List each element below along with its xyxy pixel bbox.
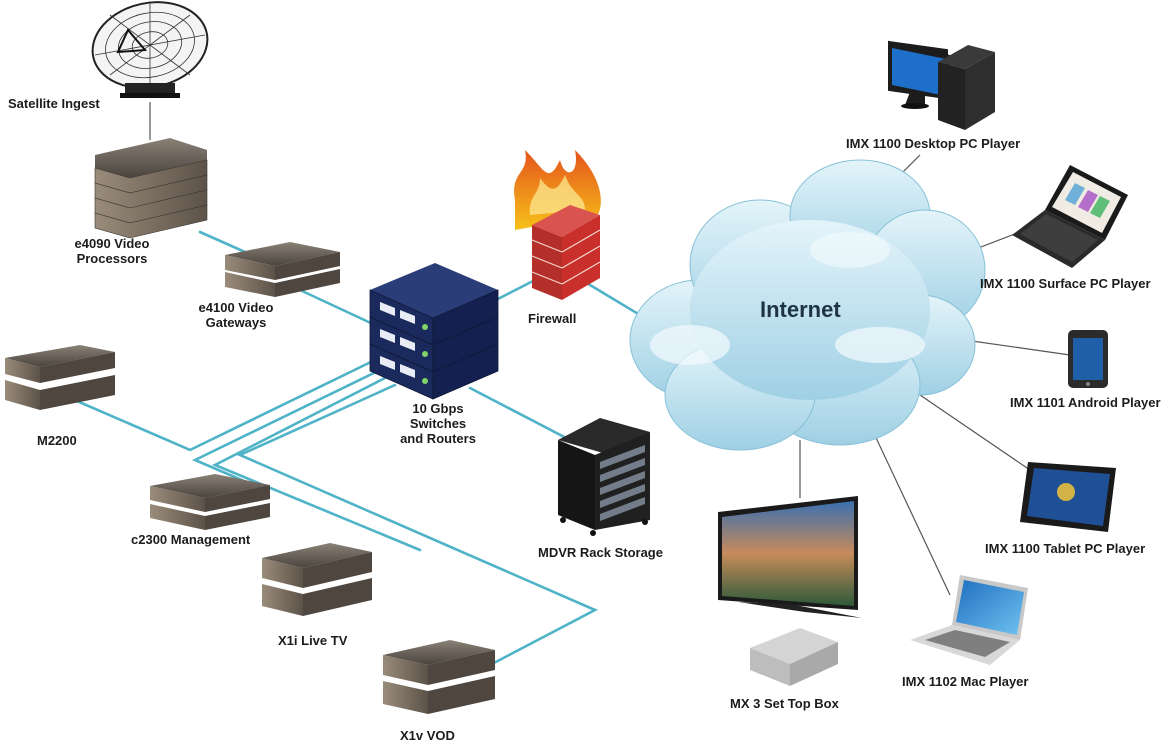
- e4100-label-line-2: Gateways: [205, 315, 267, 330]
- e4100-label: e4100 Video Gateways: [186, 300, 286, 330]
- link-e4090-e4100: [198, 230, 247, 254]
- television-icon: [718, 496, 862, 618]
- link-x1i-switch: [211, 376, 422, 552]
- x1v-label: X1v VOD: [400, 728, 455, 743]
- c2300-label: c2300 Management: [131, 532, 251, 547]
- satellite-dish-icon: [91, 1, 209, 98]
- surface-player-label: IMX 1100 Surface PC Player: [980, 276, 1151, 291]
- x1i-label: X1i Live TV: [278, 633, 348, 648]
- link-x1v-switch: [236, 383, 599, 667]
- server-pair-icon: [262, 543, 372, 616]
- m2200-label: M2200: [37, 433, 77, 448]
- laptop-icon: [1012, 165, 1128, 268]
- internet-cloud: [629, 159, 986, 451]
- link-c2300-switch: [191, 368, 382, 492]
- switches-label: 10 Gbps Switches and Routers: [390, 401, 486, 446]
- switches-label-line-1: 10 Gbps: [412, 401, 464, 416]
- server-pair-icon: [383, 640, 495, 714]
- mac-player-label: IMX 1102 Mac Player: [902, 674, 1029, 689]
- link-firewall-internet: [583, 280, 642, 317]
- link-switch-firewall: [490, 278, 537, 304]
- mdvr-label: MDVR Rack Storage: [538, 545, 663, 560]
- server-stack-icon: [94, 138, 208, 239]
- link-e4100-switch: [298, 288, 377, 327]
- desktop-player-label: IMX 1100 Desktop PC Player: [846, 136, 1021, 151]
- e4090-label-line-2: Processors: [76, 251, 148, 266]
- server-pair-icon: [225, 242, 340, 297]
- macbook-icon: [910, 575, 1028, 665]
- e4100-label-line-1: e4100 Video: [198, 300, 274, 315]
- link-internet-android: [964, 339, 1071, 356]
- link-internet-mac: [869, 424, 951, 596]
- server-pair-icon: [150, 474, 270, 530]
- e4090-label: e4090 Video Processors: [64, 236, 160, 266]
- android-player-label: IMX 1101 Android Player: [1010, 395, 1161, 410]
- switches-label-line-3: and Routers: [400, 431, 476, 446]
- smartphone-icon: [1068, 330, 1108, 388]
- tablet-icon: [1020, 462, 1116, 532]
- link-m2200-switch: [68, 358, 377, 452]
- network-switch-icon: [369, 263, 499, 400]
- link-switch-mdvr: [468, 386, 572, 442]
- server-rack-icon: [558, 418, 650, 536]
- server-pair-icon: [5, 345, 115, 410]
- set-top-box-label: MX 3 Set Top Box: [730, 696, 839, 711]
- e4090-label-line-1: e4090 Video: [74, 236, 150, 251]
- firewall-icon: [514, 150, 601, 300]
- tablet-player-label: IMX 1100 Tablet PC Player: [985, 541, 1146, 556]
- set-top-box-icon: [750, 628, 838, 686]
- switches-label-line-2: Switches: [409, 416, 467, 431]
- desktop-pc-icon: [888, 40, 995, 130]
- firewall-label: Firewall: [528, 311, 577, 326]
- satellite-ingest-label: Satellite Ingest: [8, 96, 100, 111]
- internet-label: Internet: [760, 297, 841, 322]
- link-internet-tablet: [919, 394, 1031, 471]
